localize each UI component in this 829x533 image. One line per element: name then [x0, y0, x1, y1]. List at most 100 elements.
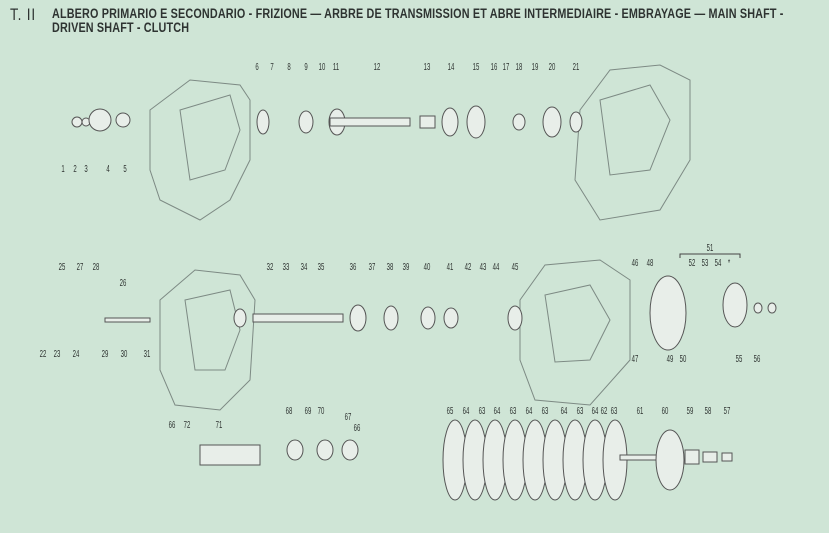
- part-56: [767, 302, 777, 314]
- bracket-51: [679, 253, 741, 258]
- part-5: [115, 112, 131, 128]
- part-label: 61: [636, 406, 644, 417]
- part-label: 55: [735, 354, 743, 365]
- part-label: 40: [423, 262, 431, 273]
- part-41: [443, 307, 459, 329]
- part-label: 7: [270, 62, 274, 73]
- part-label: 63: [610, 406, 618, 417]
- part-label: 60: [661, 406, 669, 417]
- part-label: 71: [215, 420, 223, 431]
- part-label: 23: [53, 349, 61, 360]
- part-label: 18: [515, 62, 523, 73]
- part-68a: [286, 439, 304, 461]
- part-label: 47: [631, 354, 639, 365]
- part-label: 43: [479, 262, 487, 273]
- part-label: 16: [490, 62, 498, 73]
- part-label: 34: [300, 262, 308, 273]
- part-60: [655, 429, 685, 491]
- part-58: [702, 451, 718, 463]
- part-label: 28: [92, 262, 100, 273]
- part-label: 59: [686, 406, 694, 417]
- part-label: 70: [317, 406, 325, 417]
- part-3: [88, 108, 112, 132]
- part-label: 57: [723, 406, 731, 417]
- part-label: 5: [123, 164, 127, 175]
- part-36: [349, 304, 367, 332]
- part-label: 41: [446, 262, 454, 273]
- part-label: 13: [423, 62, 431, 73]
- part-label: 31: [143, 349, 151, 360]
- part-label: 63: [478, 406, 486, 417]
- part-label: 11: [332, 62, 340, 73]
- part-57: [721, 452, 733, 462]
- part-label: 62: [600, 406, 608, 417]
- part-48: [649, 275, 687, 351]
- part-label: 17: [502, 62, 510, 73]
- part-32: [233, 308, 247, 328]
- part-label: 54: [714, 258, 722, 269]
- part-label: 53: [701, 258, 709, 269]
- part-label: 14: [447, 62, 455, 73]
- part-label: *: [727, 258, 731, 269]
- part-label: 39: [402, 262, 410, 273]
- part-label: 37: [368, 262, 376, 273]
- part-label: 1: [61, 164, 65, 175]
- part-label: 10: [318, 62, 326, 73]
- part-20: [542, 106, 562, 138]
- part-label: 35: [317, 262, 325, 273]
- part-label: 48: [646, 258, 654, 269]
- part-12: [329, 117, 411, 127]
- part-label: 22: [39, 349, 47, 360]
- part-18: [512, 113, 526, 131]
- part-label: 25: [58, 262, 66, 273]
- part-label: 66: [353, 423, 361, 434]
- part-label: 26: [119, 278, 127, 289]
- part-label: 15: [472, 62, 480, 73]
- part-label: 4: [106, 164, 110, 175]
- part-label: 64: [591, 406, 599, 417]
- part-label: 72: [183, 420, 191, 431]
- part-label: 33: [282, 262, 290, 273]
- part-label: 68: [285, 406, 293, 417]
- crankcase-right-top: [574, 64, 691, 221]
- part-label: 64: [462, 406, 470, 417]
- part-label: 19: [531, 62, 539, 73]
- part-68b: [316, 439, 334, 461]
- part-label: 63: [541, 406, 549, 417]
- part-label: 64: [525, 406, 533, 417]
- part-label: 50: [679, 354, 687, 365]
- part-34: [252, 313, 344, 323]
- part-label: 46: [631, 258, 639, 269]
- part-label: 63: [576, 406, 584, 417]
- part-label: 69: [304, 406, 312, 417]
- part-label: 21: [572, 62, 580, 73]
- part-label: 44: [492, 262, 500, 273]
- part-label: 56: [753, 354, 761, 365]
- part-13: [419, 115, 436, 129]
- part-59: [684, 449, 700, 465]
- part-40: [420, 306, 436, 330]
- part-label: 65: [446, 406, 454, 417]
- crankcase-right-mid: [519, 259, 631, 406]
- part-label: 29: [101, 349, 109, 360]
- part-14: [441, 107, 459, 137]
- part-6: [256, 109, 270, 135]
- part-45: [507, 305, 523, 331]
- part-label: 6: [255, 62, 259, 73]
- part-38: [383, 305, 399, 331]
- part-67: [341, 439, 359, 461]
- part-55: [753, 302, 763, 314]
- part-label: 66: [168, 420, 176, 431]
- part-label: 64: [493, 406, 501, 417]
- part-label: 51: [706, 243, 714, 254]
- part-label: 49: [666, 354, 674, 365]
- part-51: [722, 282, 748, 328]
- part-label: 27: [76, 262, 84, 273]
- part-label: 20: [548, 62, 556, 73]
- part-label: 45: [511, 262, 519, 273]
- part-label: 42: [464, 262, 472, 273]
- crankcase-left-top: [149, 79, 251, 221]
- part-label: 52: [688, 258, 696, 269]
- part-71: [199, 444, 261, 466]
